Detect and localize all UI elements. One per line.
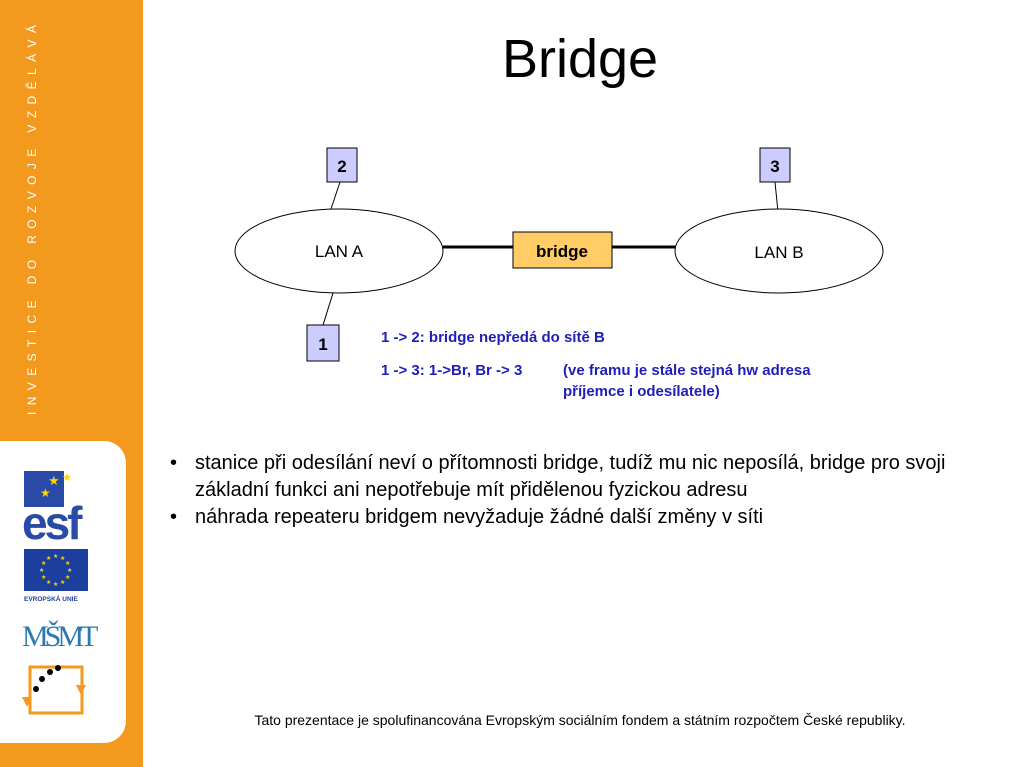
connector-station3-lan-b [774,181,779,213]
svg-text:★: ★ [67,567,72,574]
svg-text:★: ★ [48,474,60,489]
svg-text:★: ★ [41,560,46,567]
svg-text:★: ★ [40,486,51,500]
bullet-item: náhrada repeateru bridgem nevyžaduje žád… [168,504,988,531]
station-1-box [306,324,340,362]
svg-text:★: ★ [65,560,70,567]
bullet-list: stanice při odesílání neví o přítomnosti… [168,450,988,531]
msmt-logo: MŠMT [22,620,98,653]
bullet-item: stanice při odesílání neví o přítomnosti… [168,450,988,504]
note-line-2-left: 1 -> 3: 1->Br, Br -> 3 [381,362,523,379]
svg-text:★: ★ [46,579,51,586]
station-3-box [759,147,791,183]
vertical-banner-text: INVESTICE DO ROZVOJE VZDĚLÁVÁNÍ [24,20,39,415]
station-3-label: 3 [770,157,779,176]
esf-logo: ★ ★ ★ esf ★★★ ★★★ ★★★ ★★★ EVROPSKÁ UNIE … [22,471,102,715]
sidebar: INVESTICE DO ROZVOJE VZDĚLÁVÁNÍ ★ ★ ★ es… [0,0,143,767]
lan-b-label: LAN B [754,243,803,262]
lan-a-label: LAN A [315,242,364,261]
note-line-2-right-a: (ve framu je stále stejná hw adresa [563,362,811,379]
eu-caption: EVROPSKÁ UNIE [24,594,78,603]
esf-logo-text: esf [22,497,83,549]
svg-text:★: ★ [53,553,58,560]
svg-text:★: ★ [62,471,72,484]
footer-note: Tato prezentace je spolufinancována Evro… [254,712,906,728]
station-2-label: 2 [337,157,346,176]
logo-card: ★ ★ ★ esf ★★★ ★★★ ★★★ ★★★ EVROPSKÁ UNIE … [0,441,126,743]
note-line-2-right-b: příjemce i odesílatele) [563,383,720,400]
station-2-box [326,147,358,183]
bridge-box [512,231,613,269]
connector-station1-lan-a [322,292,334,326]
lan-b-ellipse [674,208,884,294]
svg-text:★: ★ [46,555,51,562]
note-line-1: 1 -> 2: bridge nepředá do sítě B [381,329,605,346]
bridge-label: bridge [536,242,588,261]
network-diagram: LAN A LAN B bridge 2 3 1 [234,147,884,362]
lan-a-ellipse [234,208,444,294]
svg-text:★: ★ [53,581,58,588]
svg-text:★: ★ [60,555,65,562]
svg-text:★: ★ [41,574,46,581]
slide-title: Bridge [501,29,659,89]
svg-text:★: ★ [39,567,44,574]
connector-station2-lan-a [329,181,341,213]
vertical-banner: INVESTICE DO ROZVOJE VZDĚLÁVÁNÍ [24,20,39,415]
svg-text:★: ★ [65,574,70,581]
svg-text:★: ★ [60,579,65,586]
station-1-label: 1 [318,335,327,354]
